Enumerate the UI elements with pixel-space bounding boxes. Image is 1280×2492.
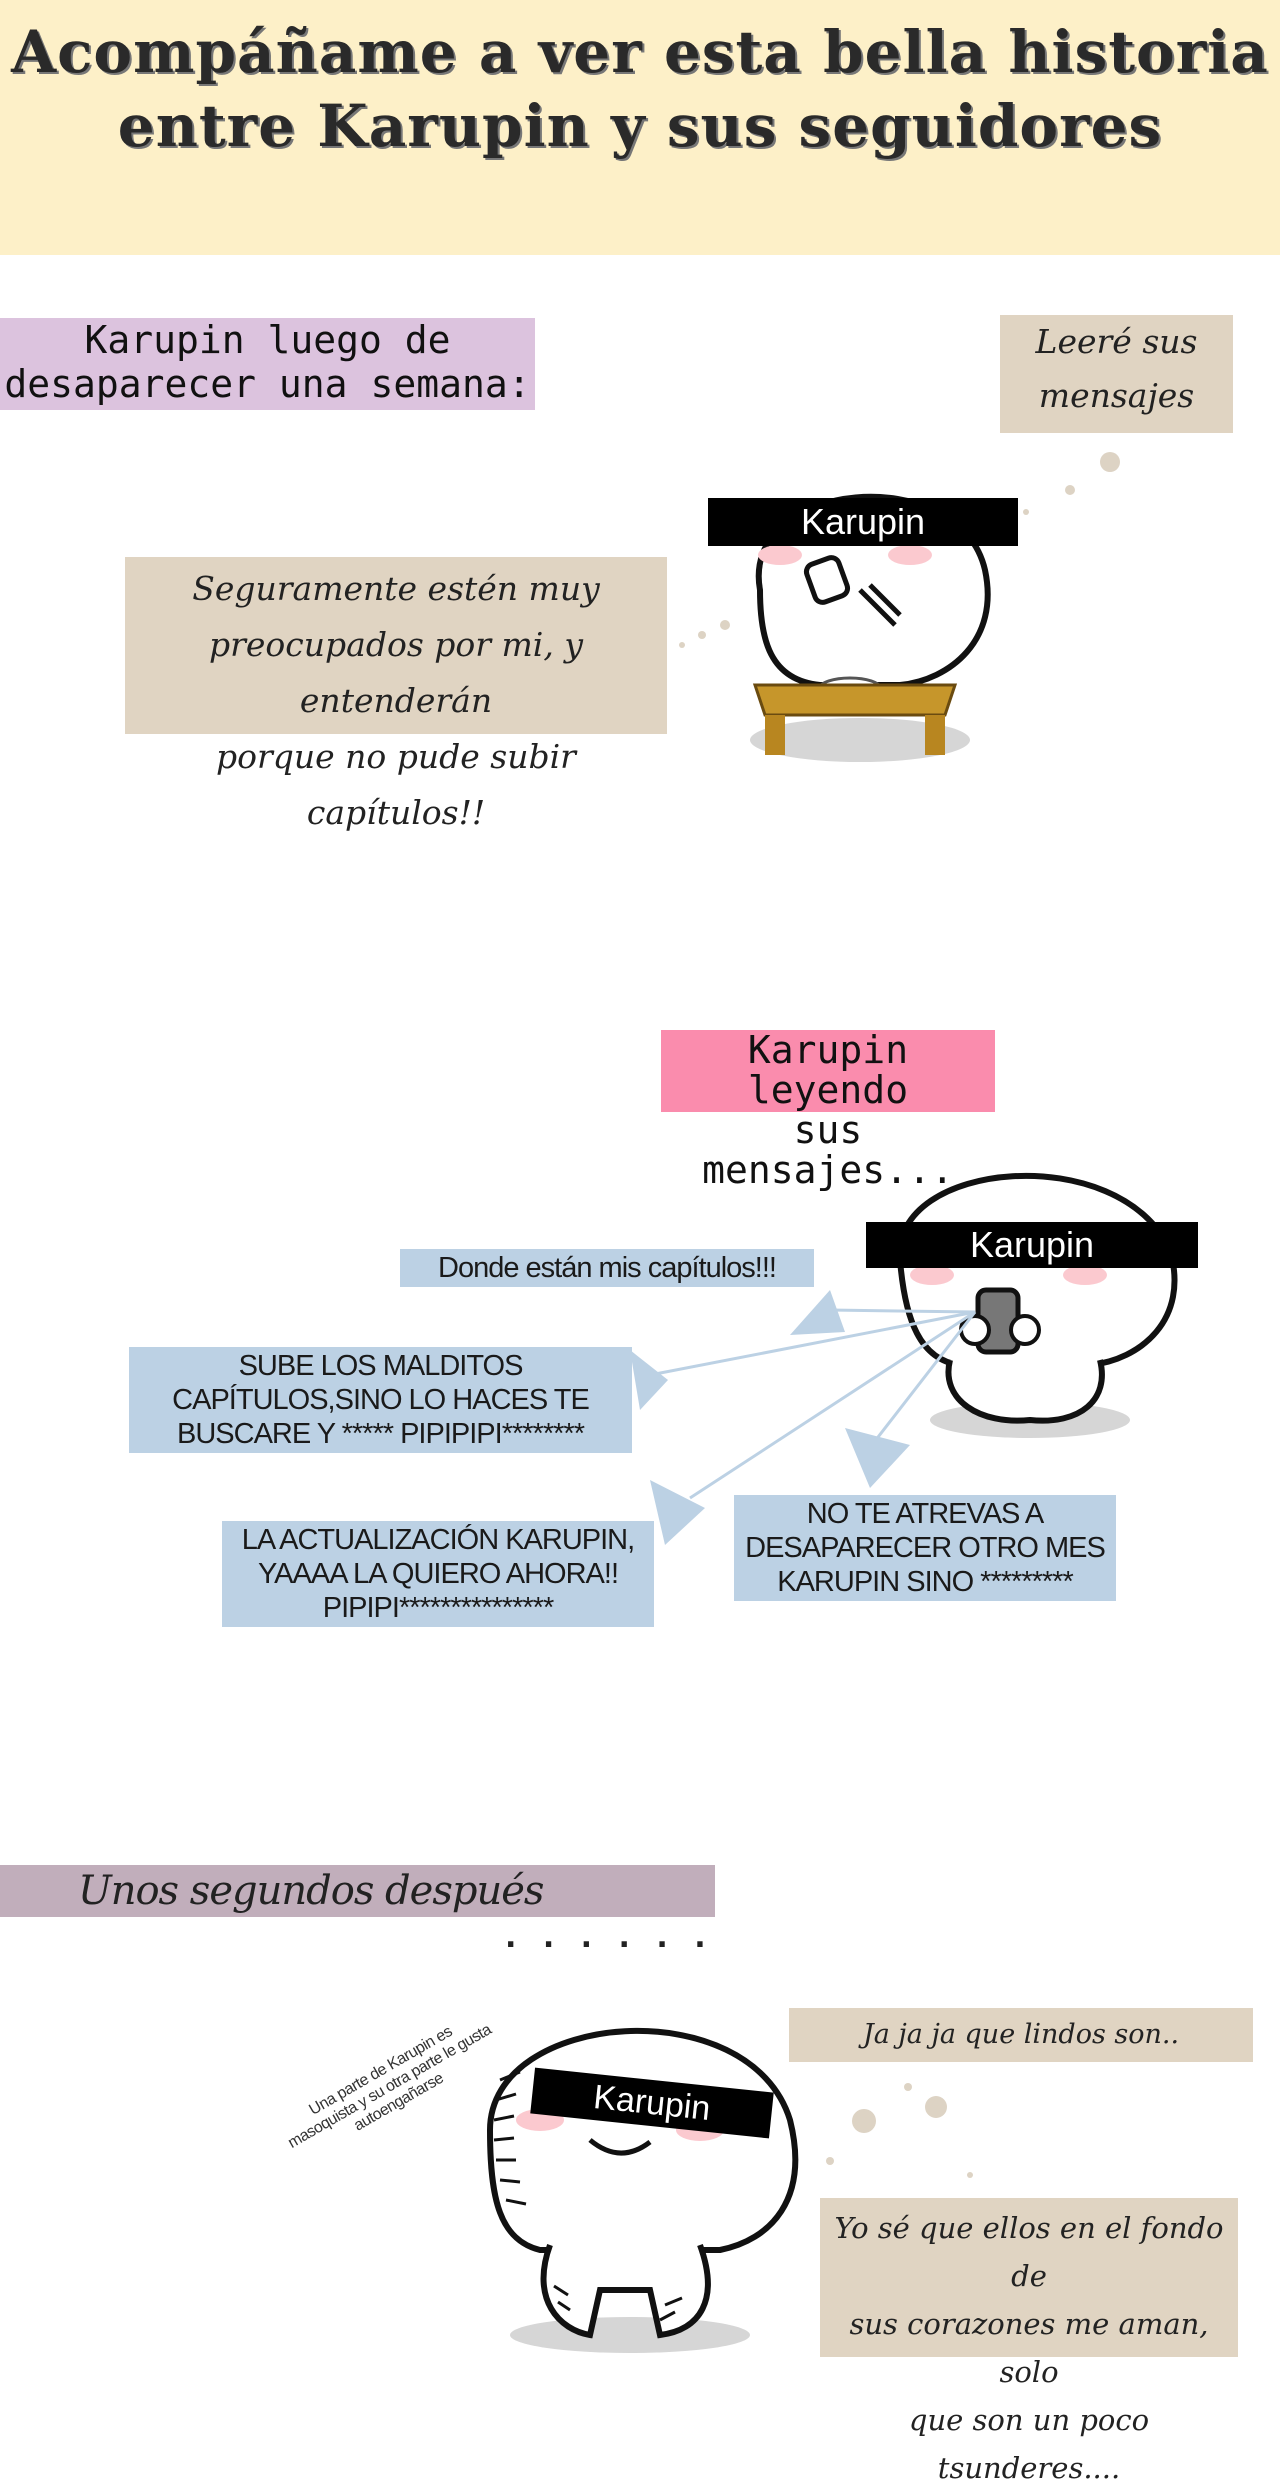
- karupin-eating-illustration: [750, 493, 991, 762]
- scene1-thought-line-2: mensajes: [1038, 376, 1195, 415]
- scene3-speech-bubble: Yo sé que ellos en el fondo de sus coraz…: [820, 2198, 1238, 2485]
- scene1-speech-line-1: Seguramente estén muy: [192, 569, 600, 608]
- message-2-line-2: CAPÍTULOS,SINO LO HACES TE: [172, 1384, 590, 1416]
- scene1-speech-bubble: Seguramente estén muy preocupados por mi…: [125, 557, 667, 832]
- message-4-line-3: KARUPIN SINO *********: [777, 1566, 1074, 1598]
- title-line-1: Acompáñame a ver esta bella historia: [11, 18, 1269, 86]
- scene1-speech-dots: [679, 620, 730, 648]
- scene2-censor-label: Karupin: [866, 1222, 1198, 1268]
- scene1-caption-line-1: Karupin luego de: [84, 318, 451, 362]
- scene2-caption: Karupin leyendo sus mensajes...: [661, 1028, 995, 1190]
- message-bubble-4: NO TE ATREVAS A DESAPARECER OTRO MES KAR…: [734, 1495, 1116, 1601]
- message-bubble-2: SUBE LOS MALDITOS CAPÍTULOS,SINO LO HACE…: [129, 1347, 632, 1453]
- scene1-caption: Karupin luego de desaparecer una semana:: [0, 318, 535, 410]
- scene3-speech-line-1: Yo sé que ellos en el fondo de: [834, 2211, 1224, 2293]
- message-3-line-2: YAAAA LA QUIERO AHORA!!: [257, 1558, 619, 1590]
- scene3-dots: . . . . . .: [505, 1920, 714, 1955]
- scene3-thought-bubble: Ja ja ja que lindos son..: [789, 2008, 1253, 2062]
- title-banner: [0, 0, 1280, 255]
- karupin-smiling-illustration: [486, 2027, 799, 2353]
- message-2-line-3: BUSCARE Y ***** PIPIPIPI********: [177, 1418, 585, 1450]
- scene1-thought-line-1: Leeré sus: [1035, 322, 1198, 361]
- scene3-speech-line-2: sus corazones me aman, solo: [849, 2307, 1209, 2389]
- scene2-speech-tails: [630, 1290, 977, 1545]
- scene1-censor-label: Karupin: [708, 498, 1018, 546]
- scene2-caption-line-1: Karupin leyendo: [747, 1028, 909, 1112]
- scene1-speech-line-2: preocupados por mi, y entenderán: [209, 625, 583, 720]
- message-3-line-1: LA ACTUALIZACIÓN KARUPIN,: [241, 1524, 635, 1556]
- title-line-2: entre Karupin y sus seguidores: [117, 92, 1163, 160]
- message-4-line-2: DESAPARECER OTRO MES: [745, 1532, 1106, 1564]
- scene1-speech-line-3: porque no pude subir capítulos!!: [216, 737, 576, 832]
- message-1-line-1: Donde están mis capítulos!!!: [438, 1252, 777, 1284]
- scene3-thought-dots: [826, 2083, 973, 2178]
- scene1-caption-line-2: desaparecer una semana:: [4, 362, 531, 406]
- scene1-thought-bubble: Leeré sus mensajes: [1000, 315, 1233, 433]
- message-3-line-3: PIPIPI***************: [322, 1592, 554, 1624]
- scene2-caption-line-2: sus mensajes...: [702, 1108, 954, 1192]
- scene3-caption: Unos segundos después: [0, 1865, 715, 1917]
- message-2-line-1: SUBE LOS MALDITOS: [238, 1350, 524, 1382]
- scene1-thought-dots: [1023, 452, 1120, 515]
- message-bubble-3: LA ACTUALIZACIÓN KARUPIN, YAAAA LA QUIER…: [222, 1521, 654, 1627]
- message-bubble-1: Donde están mis capítulos!!!: [400, 1249, 814, 1287]
- message-4-line-1: NO TE ATREVAS A: [806, 1498, 1044, 1530]
- scene3-speech-line-3: que son un poco tsunderes....: [908, 2403, 1150, 2485]
